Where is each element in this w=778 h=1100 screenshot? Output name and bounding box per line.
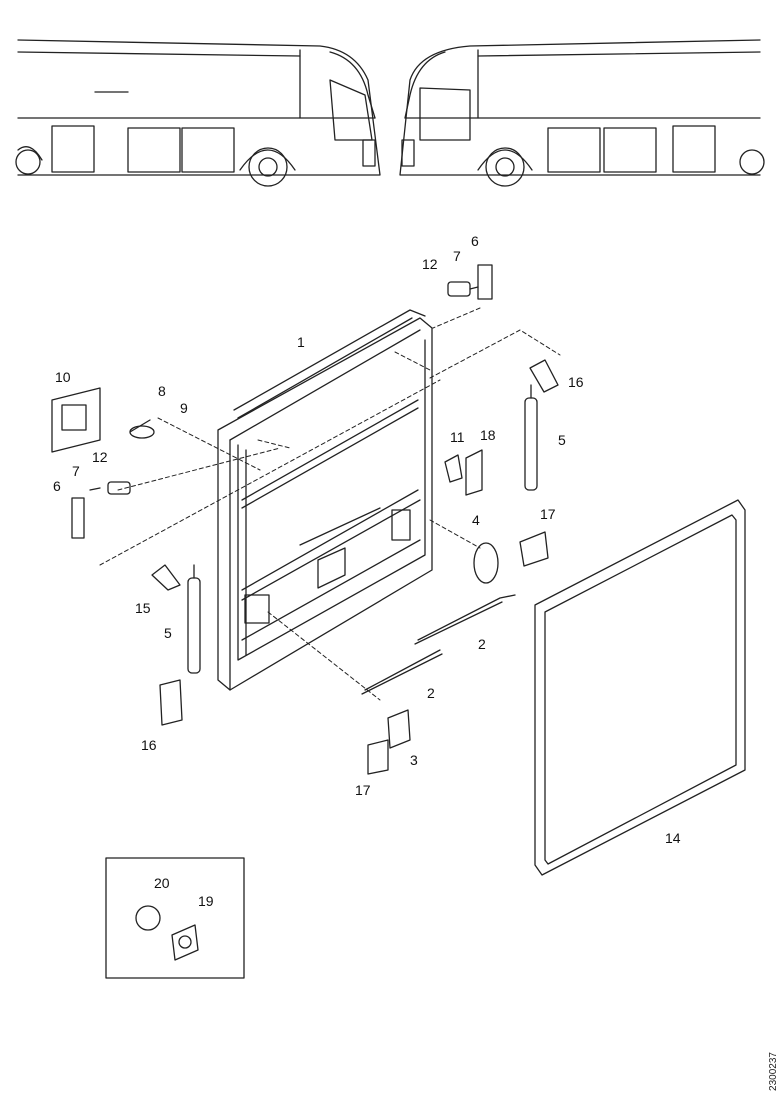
part-17-bracket-right [519, 531, 549, 567]
bus-right-view [399, 39, 765, 187]
callout-15: 15 [135, 600, 151, 616]
part-14-seal [534, 499, 746, 876]
callout-3: 3 [410, 752, 418, 768]
callout-14: 14 [665, 830, 681, 846]
callout-12-top: 12 [422, 256, 438, 272]
callout-2-lower: 2 [427, 685, 435, 701]
part-5-strut-right [524, 384, 538, 491]
part-6-hinge-top [447, 264, 493, 300]
part-16-bracket-top [529, 359, 559, 393]
callout-4: 4 [472, 512, 480, 528]
callout-6-top: 6 [471, 233, 479, 249]
part-10-bracket [51, 387, 101, 453]
part-6-plate-left [71, 481, 131, 539]
part-4-pulley [473, 542, 499, 584]
callout-2-upper: 2 [478, 636, 486, 652]
part-8-bushing [129, 419, 155, 439]
bus-left-view [15, 39, 381, 187]
part-15-bracket [151, 564, 181, 591]
callout-5-right: 5 [558, 432, 566, 448]
part-2-rods [361, 594, 516, 695]
callout-16-bottom: 16 [141, 737, 157, 753]
callout-18: 18 [480, 427, 496, 443]
callout-11: 11 [450, 429, 465, 445]
callout-10: 10 [55, 369, 71, 385]
door-frame [217, 309, 433, 691]
part-16-bracket-bottom [159, 679, 183, 726]
callout-9: 9 [180, 400, 188, 416]
callout-1: 1 [297, 334, 305, 350]
callout-12-left: 12 [92, 449, 108, 465]
part-3-17-bottom [367, 709, 411, 775]
connector-lines [99, 307, 561, 701]
callout-8: 8 [158, 383, 166, 399]
inset-detail [105, 857, 245, 979]
callout-20: 20 [154, 875, 170, 891]
callout-6-left: 6 [53, 478, 61, 494]
part-5-strut-left [187, 564, 201, 674]
callout-7-left: 7 [72, 463, 80, 479]
drawing-reference-number: 2300237 [768, 1052, 778, 1091]
callout-16-top: 16 [568, 374, 584, 390]
callout-17-bottom: 17 [355, 782, 371, 798]
callout-17-right: 17 [540, 506, 556, 522]
callout-7-top: 7 [453, 248, 461, 264]
callout-19: 19 [198, 893, 214, 909]
part-11-18 [444, 449, 483, 496]
callout-5-left: 5 [164, 625, 172, 641]
